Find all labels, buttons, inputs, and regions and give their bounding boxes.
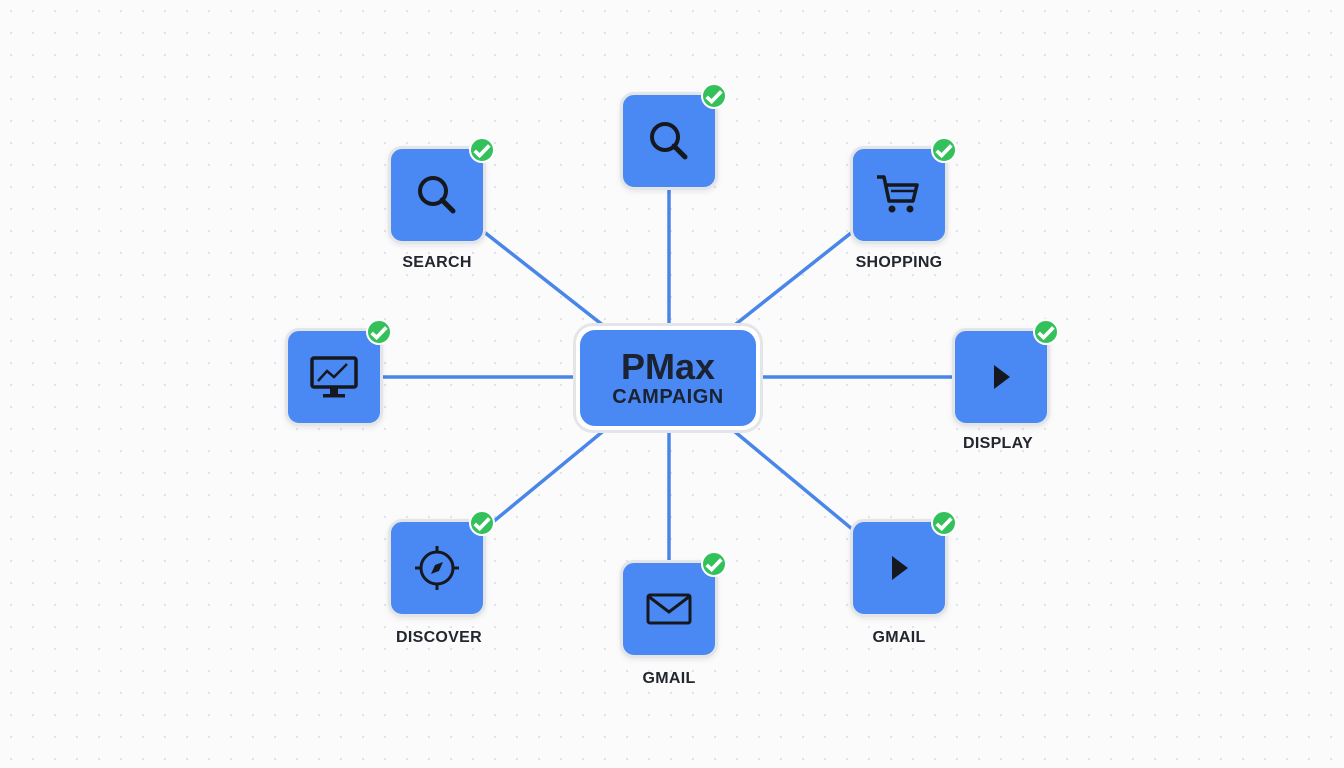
label-discover: DISCOVER	[396, 629, 482, 646]
check-icon	[701, 83, 727, 109]
node-gmail-bottom[interactable]	[620, 551, 727, 658]
label-gmail-right: GMAIL	[872, 629, 926, 646]
center-title: PMax	[620, 345, 716, 387]
compass-icon	[415, 546, 459, 590]
node-display[interactable]	[952, 319, 1059, 426]
label-shopping: SHOPPING	[855, 254, 943, 271]
check-icon	[1033, 319, 1059, 345]
label-display: DISPLAY	[963, 435, 1033, 452]
check-icon	[931, 510, 957, 536]
check-icon	[469, 137, 495, 163]
node-gmail-right[interactable]	[850, 510, 957, 617]
node-shopping[interactable]	[850, 137, 957, 244]
label-gmail-bottom: GMAIL	[642, 670, 696, 687]
node-monitor[interactable]	[285, 319, 392, 426]
play-icon	[994, 365, 1010, 389]
check-icon	[931, 137, 957, 163]
center-subtitle: CAMPAIGN	[612, 385, 724, 408]
check-icon	[366, 319, 392, 345]
search-icon	[418, 176, 456, 214]
check-icon	[469, 510, 495, 536]
mail-icon	[646, 593, 692, 625]
node-search[interactable]	[388, 137, 495, 244]
node-top-search[interactable]	[620, 83, 727, 190]
check-icon	[701, 551, 727, 577]
node-discover[interactable]	[388, 510, 495, 617]
shopping-cart-icon	[877, 175, 919, 213]
pmax-campaign-node[interactable]: PMax CAMPAIGN	[573, 323, 763, 433]
monitor-chart-icon	[310, 356, 358, 398]
label-search: SEARCH	[402, 254, 472, 271]
play-icon	[892, 556, 908, 580]
search-icon	[650, 122, 688, 160]
